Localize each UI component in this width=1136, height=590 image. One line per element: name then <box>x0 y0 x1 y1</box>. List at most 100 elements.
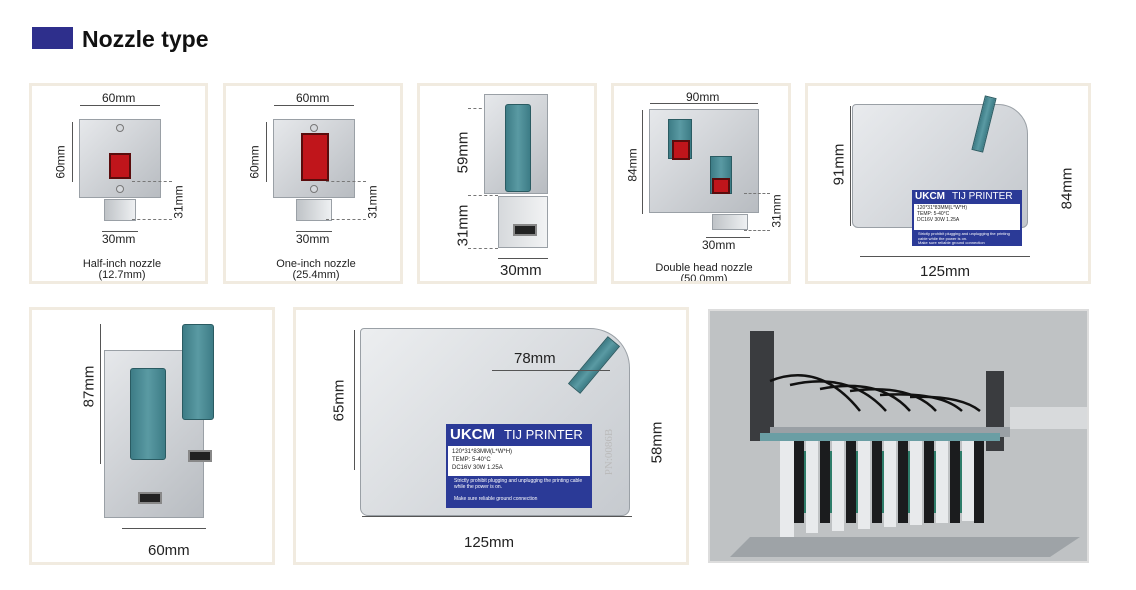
label-spec3: DC16V 30W 1.25A <box>452 465 503 471</box>
dim-line <box>274 105 354 106</box>
label-warn1: Strictly prohibit plugging and unpluggin… <box>454 478 583 490</box>
dim-height: 60mm <box>247 145 262 179</box>
dim-line <box>850 106 851 226</box>
dim-line <box>354 330 355 470</box>
dim-bottom-height: 31mm <box>454 204 472 247</box>
dim-line <box>468 195 498 196</box>
red-window <box>109 153 131 179</box>
screw-icon <box>116 185 124 193</box>
dim-line <box>468 248 498 249</box>
screw-icon <box>116 124 124 132</box>
label-name: TIJ PRINTER <box>504 427 583 442</box>
title-accent-bar <box>32 27 73 49</box>
dim-line <box>326 219 366 220</box>
dim-line <box>80 105 160 106</box>
panel-side-profile: 91mm 120*31*83MM(L*W*H) TEMP: 5-40°C DC1… <box>805 83 1091 284</box>
dim-nozzle-height: 31mm <box>769 194 784 228</box>
dim-line <box>468 108 498 109</box>
printer-rig-illustration <box>710 311 1087 561</box>
dim-line <box>706 237 750 238</box>
dim-line <box>132 219 172 220</box>
dim-line <box>122 528 206 529</box>
dim-nozzle-width: 30mm <box>702 238 736 252</box>
latch-clip <box>505 104 531 192</box>
dim-line <box>498 258 548 259</box>
dim-line <box>860 256 1030 257</box>
dim-line <box>362 516 632 517</box>
caption: Double head nozzle <box>655 262 753 274</box>
latch-clip <box>182 324 214 420</box>
dim-top-height: 59mm <box>454 131 472 174</box>
dim-line <box>326 181 366 182</box>
dim-width: 60mm <box>102 91 136 105</box>
label-spec3: DC16V 30W 1.25A <box>917 217 960 223</box>
product-label: UKCM TIJ PRINTER 120*31*83MM(L*W*H) TEMP… <box>446 424 592 508</box>
dim-line <box>492 370 610 371</box>
dim-width: 60mm <box>148 542 190 559</box>
dim-line <box>72 122 73 182</box>
dim-line <box>102 231 138 232</box>
latch-clip <box>130 368 166 460</box>
red-window <box>712 178 730 194</box>
dim-nozzle-height: 31mm <box>365 185 380 219</box>
dim-line <box>296 231 332 232</box>
panel-one-inch: 60mm 60mm 31mm 30mm One-inch nozzle (25.… <box>223 83 403 284</box>
dim-width: 60mm <box>296 91 330 105</box>
hdmi-port-icon <box>188 450 212 462</box>
dim-line <box>100 324 101 464</box>
red-window <box>301 133 329 181</box>
screw-icon <box>310 124 318 132</box>
label-brand: UKCM <box>450 426 495 443</box>
dim-height: 87mm <box>80 365 98 408</box>
nozzle-tip <box>712 214 748 230</box>
screw-icon <box>310 185 318 193</box>
caption: One-inch nozzle <box>276 258 356 270</box>
product-label: 120*31*83MM(L*W*H) TEMP: 5-40°C DC16V 30… <box>912 190 1022 246</box>
label-warn1: Strictly prohibit plugging and unpluggin… <box>918 231 1010 241</box>
dim-height: 65mm <box>330 379 348 422</box>
caption-sub: (50.0mm) <box>680 273 728 284</box>
label-brand: UKCM <box>915 191 945 202</box>
nozzle-lower <box>498 196 548 248</box>
panel-double-head: 90mm 84mm 31mm 30mm Double head nozzle (… <box>611 83 791 284</box>
nozzle-plate <box>649 109 759 213</box>
dim-nozzle-height: 31mm <box>171 185 186 219</box>
label-warn2: Make sure reliable ground connection <box>454 496 538 502</box>
hdmi-port-icon <box>513 224 537 236</box>
dim-height: 60mm <box>53 145 68 179</box>
dim-width: 30mm <box>500 262 542 279</box>
dim-line <box>642 110 643 214</box>
label-spec2: TEMP: 5-40°C <box>917 211 950 217</box>
hdmi-port-icon <box>138 492 162 504</box>
panel-large-profile: 65mm 78mm UKCM TIJ PRINTER 120*31*83MM(L… <box>293 307 689 565</box>
caption-sub: (12.7mm) <box>98 269 146 281</box>
caption: Half-inch nozzle <box>82 258 162 270</box>
dim-top-width: 78mm <box>514 350 556 367</box>
dim-left-height: 91mm <box>830 143 848 186</box>
dim-line <box>744 230 770 231</box>
dim-width: 125mm <box>464 534 515 551</box>
caption-sub: (25.4mm) <box>292 269 340 281</box>
dim-width: 90mm <box>686 90 720 104</box>
dim-line <box>132 181 172 182</box>
dim-nozzle-width: 30mm <box>102 232 136 246</box>
dim-line <box>744 193 770 194</box>
panel-side-view: 59mm 31mm 30mm <box>417 83 597 284</box>
label-spec1: 120*31*83MM(L*W*H) <box>452 449 513 455</box>
panel-half-inch: 60mm 60mm 31mm 30mm Half-inch nozzle (12… <box>29 83 208 284</box>
label-name: TIJ PRINTER <box>952 191 1013 202</box>
page-title: Nozzle type <box>82 26 209 52</box>
nozzle-tip <box>104 199 136 221</box>
label-spec2: TEMP: 5-40°C <box>452 457 491 463</box>
label-warn2: Make sure reliable ground connection <box>918 240 985 245</box>
red-window <box>672 140 690 160</box>
nozzle-tip <box>296 199 332 221</box>
panel-double-cartridge: 87mm 60mm <box>29 307 275 565</box>
serial-number: PN:0086B <box>603 428 616 476</box>
dim-line <box>266 122 267 182</box>
label-spec1: 120*31*83MM(L*W*H) <box>917 205 968 211</box>
printer-rig-photo <box>708 309 1089 563</box>
dim-right-height: 84mm <box>1058 167 1076 210</box>
dim-height: 84mm <box>625 148 640 182</box>
dim-right-height: 58mm <box>648 421 666 464</box>
